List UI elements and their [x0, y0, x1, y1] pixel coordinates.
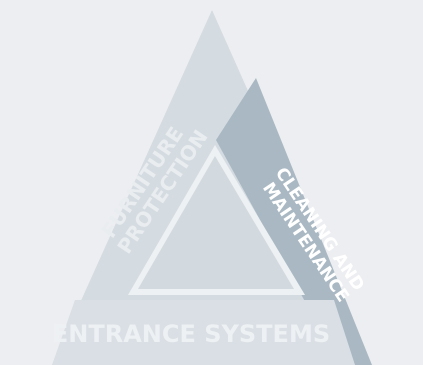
inner-triangle	[138, 156, 294, 289]
cleaning-maintenance-band	[216, 78, 372, 365]
entrance-systems-band	[52, 300, 355, 365]
entrance-systems-label: ENTRANCE SYSTEMS	[52, 320, 330, 348]
